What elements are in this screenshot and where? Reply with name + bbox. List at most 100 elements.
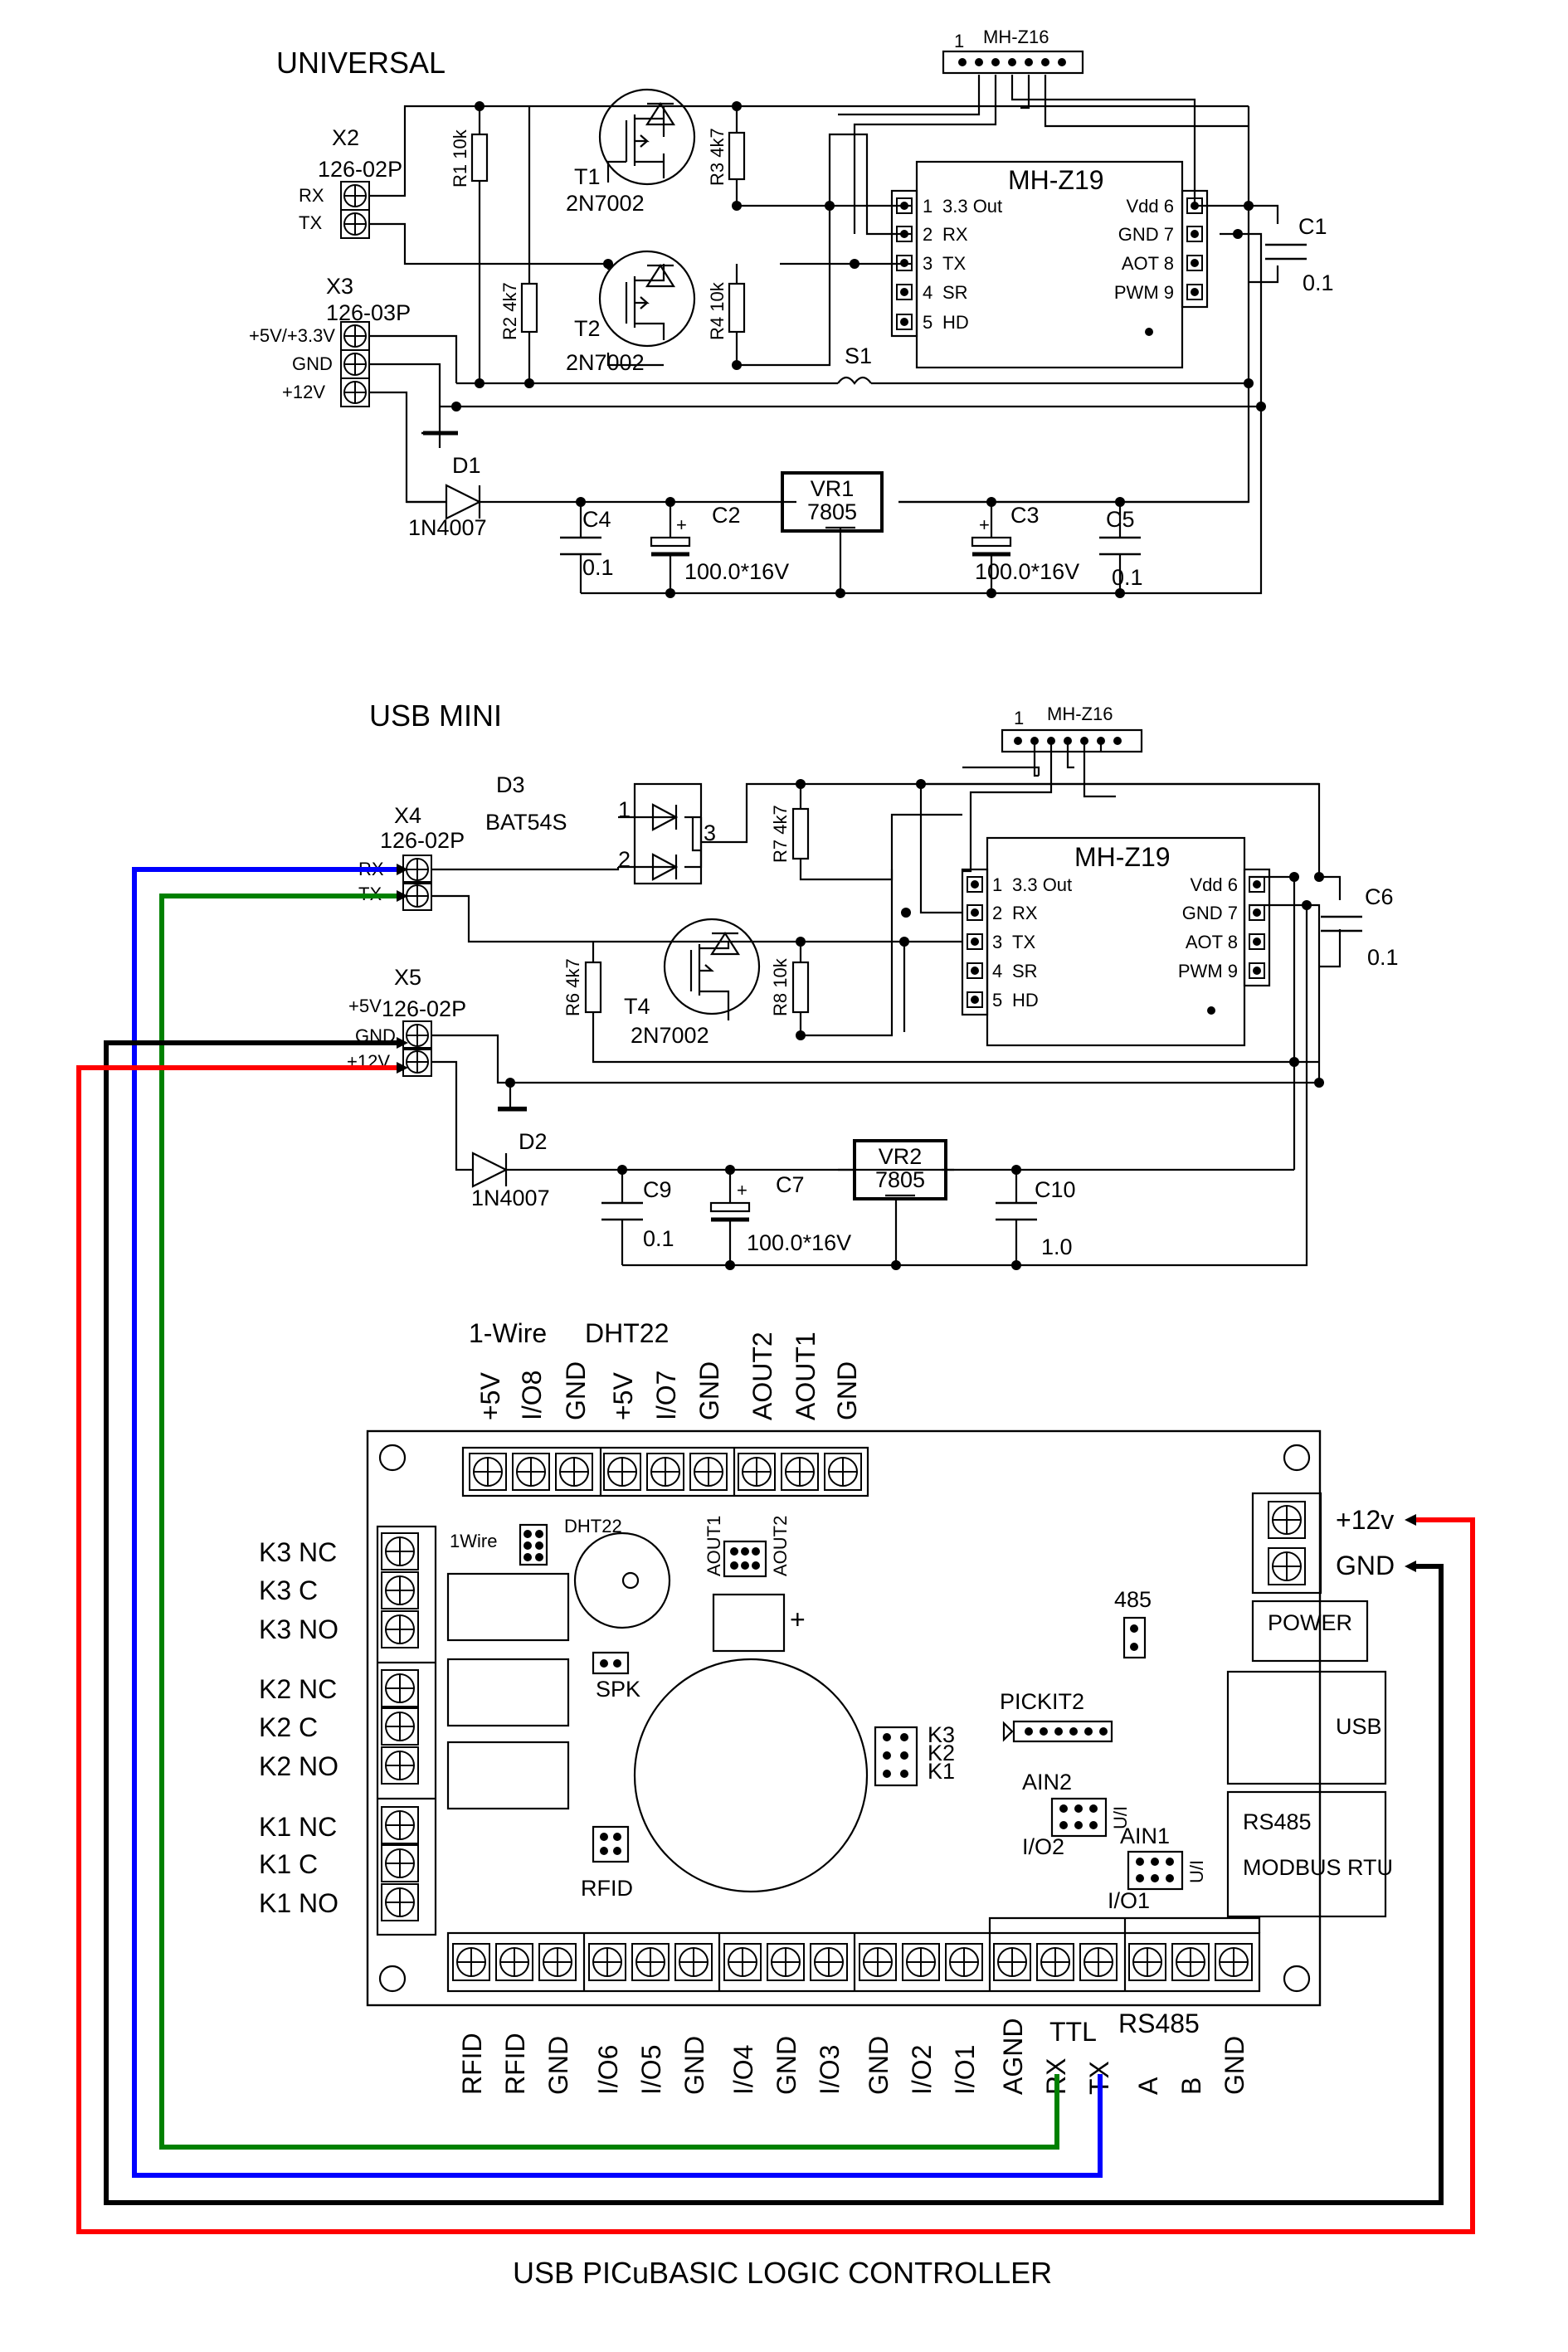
top-terminal-labels: +5V I/O8 GND +5V I/O7 GND AOUT2 AOUT1 GN… — [475, 1332, 862, 1420]
pickit2-header[interactable] — [1002, 1720, 1113, 1743]
r2-ref: R2 4k7 — [499, 282, 520, 340]
gnd-wire — [104, 1040, 1444, 2205]
mhz16-header-bottom: 1 MH-Z16 — [1001, 704, 1143, 753]
c5-ref: C5 — [1106, 507, 1135, 532]
svg-text:U/I: U/I — [1186, 1860, 1207, 1883]
svg-text:1: 1 — [618, 797, 631, 822]
aout-jumper[interactable] — [723, 1540, 767, 1578]
usb-box — [1226, 1670, 1387, 1785]
label-ttl: TTL — [1049, 2017, 1097, 2047]
vr2-ref: VR2 — [879, 1144, 923, 1169]
d2-ref: D2 — [519, 1129, 548, 1154]
mhz19b-name: MH-Z19 — [1074, 842, 1171, 872]
d2-part: 1N4007 — [471, 1186, 550, 1210]
svg-text:RFID: RFID — [500, 2033, 530, 2095]
dht22-jumper[interactable] — [519, 1523, 548, 1566]
svg-text:HD: HD — [942, 312, 969, 333]
x2-ref: X2 — [332, 125, 359, 150]
r1-body — [470, 133, 489, 183]
t4-part: 2N7002 — [631, 1023, 709, 1048]
label-rs485: RS485 — [1118, 2009, 1200, 2038]
svg-text:RX: RX — [1012, 903, 1038, 923]
x5-connector: X5 +5V 126-02P GND +12V — [347, 965, 466, 1077]
svg-text:I/O7: I/O7 — [651, 1371, 681, 1420]
c9-value: 0.1 — [643, 1226, 674, 1251]
c3-value: 100.0*16V — [975, 559, 1079, 584]
controller-board: 1-Wire DHT22 +5V I/O8 GND +5V I/O7 GND A… — [259, 1318, 1395, 2290]
v12-arrow-board — [1405, 1514, 1416, 1526]
mhz16-name: MH-Z16 — [983, 27, 1049, 47]
svg-text:A: A — [1133, 2077, 1163, 2095]
ain1-jumper[interactable] — [1127, 1850, 1184, 1891]
r4-ref: R4 10k — [707, 281, 728, 340]
svg-text:SPK: SPK — [596, 1677, 640, 1702]
d1-ref: D1 — [452, 453, 481, 478]
x4-part: 126-02P — [380, 828, 465, 853]
svg-text:RFID: RFID — [457, 2033, 487, 2095]
r8-body — [791, 961, 810, 1014]
t4-ref: T4 — [624, 994, 650, 1019]
r8-ref: R8 10k — [770, 957, 791, 1016]
label-dht22: DHT22 — [585, 1318, 669, 1348]
tx-wire — [159, 894, 1059, 2150]
r3-ref: R3 4k7 — [707, 128, 728, 186]
svg-text:3: 3 — [923, 253, 933, 274]
vr1-part: 7805 — [807, 499, 857, 524]
svg-text:I/O2: I/O2 — [907, 2045, 937, 2095]
j485-jumper[interactable] — [1122, 1616, 1147, 1659]
rfid-jumper[interactable] — [592, 1825, 630, 1863]
usbmini-section: USB MINI D3 BAT54S 1 2 3 X4 126-02P RX T… — [347, 699, 1399, 1270]
svg-text:Vdd 6: Vdd 6 — [1191, 874, 1239, 895]
mhz16-header-top: 1 MH-Z16 — [942, 27, 1084, 75]
svg-text:K2 NC: K2 NC — [259, 1674, 337, 1704]
svg-text:GND: GND — [694, 1361, 724, 1420]
svg-text:5: 5 — [923, 312, 933, 333]
r1-ref: R1 10k — [450, 129, 470, 187]
bottom-terminal-block — [446, 1916, 1261, 1993]
x5-ref: X5 — [394, 965, 421, 990]
vr2-regulator: VR2 7805 — [853, 1139, 947, 1200]
svg-text:2: 2 — [923, 224, 933, 245]
c5-value: 0.1 — [1112, 565, 1143, 590]
svg-text:GND 7: GND 7 — [1182, 903, 1238, 923]
universal-section: UNIVERSAL X2 126-02P RX TX X3 126-03P +5… — [249, 27, 1334, 598]
r6-ref: R6 4k7 — [562, 958, 583, 1016]
svg-text:AOUT2: AOUT2 — [747, 1332, 777, 1420]
svg-text:K3 NC: K3 NC — [259, 1537, 337, 1567]
board-outline — [366, 1429, 1322, 2007]
svg-text:I/O4: I/O4 — [728, 2045, 758, 2095]
svg-text:I/O1: I/O1 — [950, 2045, 980, 2095]
svg-text:K2: K2 — [928, 1741, 955, 1765]
svg-text:K3 C: K3 C — [259, 1575, 318, 1605]
x3-connector: X3 126-03P +5V/+3.3V GND +12V — [249, 274, 411, 407]
svg-text:TX: TX — [942, 253, 966, 274]
c6-ref: C6 — [1365, 884, 1394, 909]
svg-text:I/O8: I/O8 — [517, 1371, 547, 1420]
c7-ref: C7 — [776, 1172, 805, 1197]
gnd-arrow-board — [1405, 1561, 1416, 1572]
svg-text:I/O6: I/O6 — [593, 2045, 623, 2095]
x2-pin-tx: TX — [299, 212, 322, 233]
svg-text:+: + — [790, 1605, 806, 1634]
x3-pin-gnd: GND — [292, 353, 333, 374]
x2-connector: X2 126-02P RX TX — [299, 125, 402, 239]
spk-jumper[interactable] — [592, 1651, 630, 1675]
label-gnd: GND — [1336, 1551, 1395, 1580]
usbmini-title: USB MINI — [369, 699, 502, 733]
relay-jumper[interactable] — [874, 1726, 918, 1787]
label-12v: +12v — [1336, 1505, 1394, 1535]
svg-text:3.3 Out: 3.3 Out — [942, 196, 1002, 217]
vr1-ref: VR1 — [811, 476, 855, 501]
c6-value: 0.1 — [1367, 945, 1399, 970]
svg-text:GND 7: GND 7 — [1118, 224, 1174, 245]
svg-text:+5V: +5V — [475, 1372, 505, 1420]
r4-body — [728, 282, 746, 334]
r3-body — [728, 131, 746, 181]
svg-text:PWM 9: PWM 9 — [1178, 961, 1238, 981]
ain2-jumper[interactable] — [1050, 1797, 1108, 1838]
svg-text:K2 C: K2 C — [259, 1712, 318, 1742]
r2-body — [520, 282, 538, 334]
svg-text:3: 3 — [704, 821, 716, 845]
svg-text:Vdd 6: Vdd 6 — [1127, 196, 1175, 217]
